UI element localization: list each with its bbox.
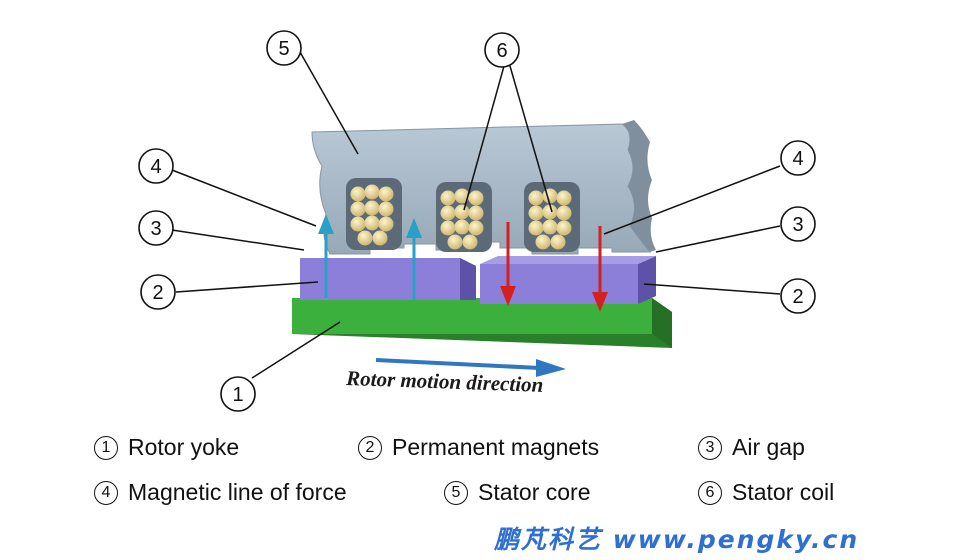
flux-arrow-down-1 — [500, 222, 516, 306]
rotor-motion-label: Rotor motion direction — [345, 366, 544, 397]
svg-text:6: 6 — [496, 40, 507, 62]
callout-5: 5 — [266, 30, 302, 66]
callout-6: 6 — [484, 32, 520, 68]
stator-coil-right — [528, 188, 572, 250]
stator-coil-middle — [440, 188, 484, 250]
svg-text:1: 1 — [232, 384, 243, 406]
leader-lines — [171, 51, 781, 379]
watermark: 鹏芃科艺 www.pengky.cn — [494, 525, 860, 554]
svg-text:2: 2 — [152, 282, 163, 304]
callout-3-left: 3 — [138, 210, 174, 246]
rotor-motion-arrow — [375, 358, 566, 377]
stator-coil-left — [350, 184, 394, 246]
svg-text:4: 4 — [792, 148, 803, 170]
flux-arrow-down-2 — [592, 226, 608, 312]
callout-2-right: 2 — [780, 278, 816, 314]
svg-text:5: 5 — [278, 38, 289, 60]
flux-arrow-up-1 — [318, 214, 334, 298]
svg-text:3: 3 — [792, 214, 803, 236]
callout-4-left: 4 — [138, 148, 174, 184]
callout-1: 1 — [220, 376, 256, 412]
callout-3-right: 3 — [780, 206, 816, 242]
rotor-yoke — [292, 298, 672, 348]
flux-arrow-up-2 — [406, 218, 422, 300]
callout-2-left: 2 — [140, 274, 176, 310]
svg-text:2: 2 — [792, 286, 803, 308]
permanent-magnet-left — [300, 258, 476, 300]
svg-text:4: 4 — [150, 156, 161, 178]
svg-text:3: 3 — [150, 218, 161, 240]
callout-4-right: 4 — [780, 140, 816, 176]
